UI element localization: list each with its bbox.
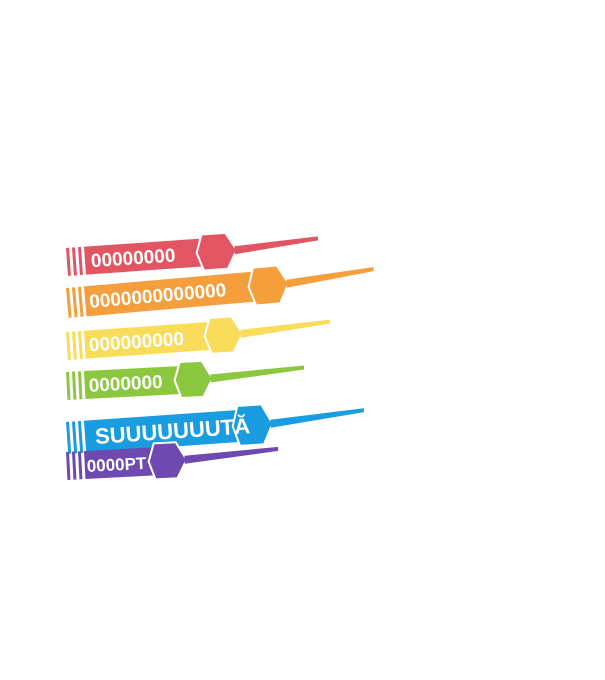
dart-yellow: 000000000 (66, 315, 331, 360)
dart-green: 0000000 (66, 359, 305, 400)
dart-red: 00000000 (66, 231, 319, 276)
dart-purple: 0000PT (66, 441, 279, 481)
dart-label: 0000000 (88, 372, 163, 397)
dart-label: 0000PT (86, 454, 147, 476)
dart-blue: SUUUUUUUTĂ (66, 403, 365, 454)
